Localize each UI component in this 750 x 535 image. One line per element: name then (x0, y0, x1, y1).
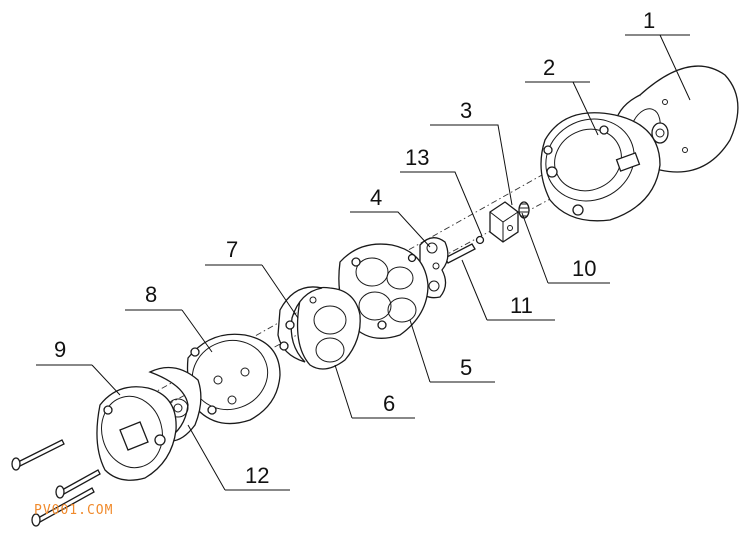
callout-13: 13 (405, 145, 429, 170)
part-3-coupling (489, 201, 519, 243)
callout-2: 2 (543, 55, 555, 80)
callout-labels: 1 2 3 4 5 6 7 8 9 10 11 12 13 (54, 8, 655, 488)
callout-8: 8 (145, 282, 157, 307)
callout-9: 9 (54, 337, 66, 362)
callout-4: 4 (370, 185, 382, 210)
callout-7: 7 (226, 237, 238, 262)
callout-12: 12 (245, 463, 269, 488)
part-2-housing (540, 112, 661, 222)
callout-6: 6 (383, 391, 395, 416)
callout-5: 5 (460, 355, 472, 380)
part-13-ball (475, 235, 485, 245)
part-9-end-cap (96, 386, 177, 481)
part-7-crescent-plate (277, 286, 323, 363)
part-6-gear-plate (296, 286, 361, 370)
callout-3: 3 (460, 98, 472, 123)
leader-lines (36, 34, 691, 491)
part-12-crescent-gear (148, 366, 202, 442)
part-10-gear (518, 201, 530, 219)
screws (11, 439, 101, 527)
callout-1: 1 (643, 8, 655, 33)
callout-11: 11 (510, 293, 533, 318)
watermark: PV001.COM (34, 503, 113, 518)
callout-10: 10 (572, 256, 596, 281)
